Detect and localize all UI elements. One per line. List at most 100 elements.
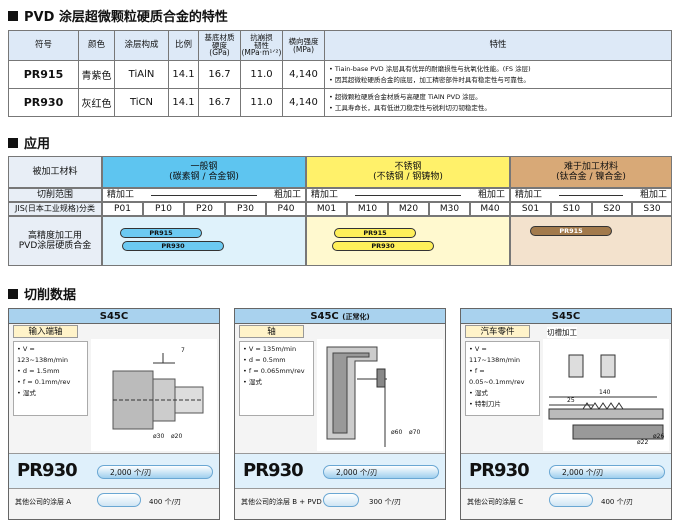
shaft-section-drawing-icon	[326, 346, 387, 447]
square-bullet-icon	[8, 137, 18, 148]
jis-class: M20	[388, 202, 429, 216]
rough-label: 粗加工	[639, 189, 667, 200]
dim-label: 7	[181, 347, 185, 354]
workpiece-drawing: 7 ø30 ø20	[91, 339, 217, 451]
jis-class: S10	[551, 202, 592, 216]
grade-strength: 4,140	[282, 60, 325, 89]
grooved-part-drawing-icon	[548, 354, 664, 440]
condition-line: • f = 0.1mm/rev	[17, 378, 71, 386]
range-arrow-line	[151, 195, 257, 196]
section-title-application: 应用	[8, 133, 50, 152]
pill-pr915-stainless: PR915	[334, 228, 416, 238]
dim-label: 140	[599, 389, 611, 396]
rough-label: 粗加工	[273, 189, 301, 200]
feature-line: • 超微颗粒硬质合金材质与高硬度 TiAlN PVD 涂层。	[329, 93, 482, 102]
workpiece-label: 汽车零件	[465, 325, 530, 338]
grade-hardness: 16.7	[198, 60, 241, 89]
col-header: 特性	[324, 30, 672, 61]
group-name: 一般钢	[190, 161, 218, 172]
range-arrow-line	[559, 195, 623, 196]
competitor-label: 其他公司的涂层 A	[15, 498, 72, 506]
dim-label: ø22	[637, 439, 649, 446]
grade-code: PR915	[8, 60, 79, 89]
material-row-label: 被加工材料	[8, 156, 102, 188]
pvd-hard-area	[510, 216, 672, 266]
section-title-text: PVD 涂层超微颗粒硬质合金的特性	[24, 10, 228, 25]
jis-class: P20	[184, 202, 225, 216]
table-row: PR930 灰红色 TiCN 14.1 16.7 11.0 4,140 • 超微…	[8, 88, 672, 117]
range-steel: 精加工粗加工	[102, 188, 306, 202]
panel-title: S45C (正常化)	[235, 309, 445, 324]
cutting-panel-3: S45C 汽车零件 • V = 117~138m/min • f = 0.05~…	[460, 308, 672, 520]
jis-class: P40	[266, 202, 306, 216]
competitor-label: 其他公司的涂层 B + PVD	[241, 498, 322, 506]
jis-class: M40	[470, 202, 510, 216]
group-sub: (碳素钢 / 合金钢)	[169, 172, 239, 182]
competitor-life-bar	[549, 493, 593, 507]
tool-life-bar: 2,000 个/刃	[97, 465, 213, 479]
grade-toughness: 11.0	[240, 60, 283, 89]
grade-name: PR930	[469, 460, 530, 481]
condition-line: • 湿式	[243, 378, 262, 386]
competitor-life-bar	[323, 493, 359, 507]
section-title-text: 切削数据	[24, 288, 77, 303]
section-title-properties: PVD 涂层超微颗粒硬质合金的特性	[8, 6, 228, 25]
feature-line: • Tiain-base PVD 涂层具有优异的耐磨损性与抗氧化性能。(FS 涂…	[329, 65, 531, 74]
section-title-text: 应用	[24, 137, 51, 152]
jis-class: M10	[347, 202, 388, 216]
grade-ratio: 14.1	[168, 88, 199, 117]
jis-row-label: JIS(日本工业规格)分类	[8, 202, 102, 216]
jis-class: P30	[225, 202, 266, 216]
group-steel: 一般钢(碳素钢 / 合金钢)	[102, 156, 306, 188]
condition-line: • f = 0.05~0.1mm/rev	[469, 367, 525, 386]
group-sub: (钛合金 / 镍合金)	[556, 172, 626, 182]
panel-title-text: S45C	[551, 311, 581, 322]
competitor-life: 300 个/刃	[369, 498, 401, 506]
pvd-row-label: 高精度加工用 PVD涂层硬质合金	[8, 216, 102, 266]
properties-header-row: 符号 颜色 涂层构成 比例 基底材质 硬度 (GPa) 抗崩损 韧性 (MPa·…	[8, 30, 672, 61]
jis-class: P10	[143, 202, 184, 216]
dim-label: ø20	[171, 433, 183, 440]
properties-table: 符号 颜色 涂层构成 比例 基底材质 硬度 (GPa) 抗崩损 韧性 (MPa·…	[8, 30, 672, 117]
jis-class: M01	[306, 202, 347, 216]
grade-code: PR930	[8, 88, 79, 117]
range-row-label: 切削范围	[8, 188, 102, 202]
col-header: 基底材质 硬度 (GPa)	[198, 30, 241, 61]
process-label: 切槽加工	[547, 327, 577, 338]
panel-title-text: S45C	[310, 311, 339, 322]
dim-label: ø30	[153, 433, 165, 440]
dim-label: ø70	[409, 429, 421, 436]
condition-line: • d = 0.5mm	[243, 356, 286, 364]
grade-ratio: 14.1	[168, 60, 199, 89]
workpiece-drawing: 切槽加工 140 25 ø22 ø26	[543, 327, 669, 451]
competitor-life-bar	[97, 493, 141, 507]
grade-coating: TiCN	[114, 88, 169, 117]
grade-features: • 超微颗粒硬质合金材质与高硬度 TiAlN PVD 涂层。• 工具寿命长，具有…	[324, 88, 672, 117]
tool-life-bar: 2,000 个/刃	[549, 465, 665, 479]
condition-line: • d = 1.5mm	[17, 367, 60, 375]
pill-pr915-hard: PR915	[530, 226, 612, 236]
condition-line: • V = 135m/min	[243, 345, 297, 353]
dim-label: ø26	[653, 433, 665, 440]
group-name: 不锈钢	[394, 161, 422, 172]
result-bar: PR930 2,000 个/刃	[461, 453, 671, 489]
grade-strength: 4,140	[282, 88, 325, 117]
table-row: PR915 青紫色 TiAlN 14.1 16.7 11.0 4,140 • T…	[8, 60, 672, 89]
jis-class: M30	[429, 202, 470, 216]
condition-line: • V = 117~138m/min	[469, 345, 521, 364]
grade-coating: TiAlN	[114, 60, 169, 89]
cutting-conditions: • V = 123~138m/min • d = 1.5mm • f = 0.1…	[13, 341, 88, 416]
group-hard-material: 难于加工材料(钛合金 / 镍合金)	[510, 156, 672, 188]
feature-line: • 工具寿命长，具有低进刀稳定性与锐利切刃韧稳定性。	[329, 103, 491, 112]
group-stainless: 不锈钢(不锈钢 / 钢铸物)	[306, 156, 510, 188]
group-sub: (不锈钢 / 钢铸物)	[373, 172, 443, 182]
fine-label: 精加工	[515, 189, 543, 200]
fine-label: 精加工	[311, 189, 339, 200]
workpiece-label: 输入端轴	[13, 325, 78, 338]
workpiece-drawing: ø60 ø70	[317, 339, 443, 451]
col-header: 符号	[8, 30, 79, 61]
competitor-label: 其他公司的涂层 C	[467, 498, 524, 506]
panel-title: S45C	[461, 309, 671, 324]
panel-title: S45C	[9, 309, 219, 324]
grade-hardness: 16.7	[198, 88, 241, 117]
